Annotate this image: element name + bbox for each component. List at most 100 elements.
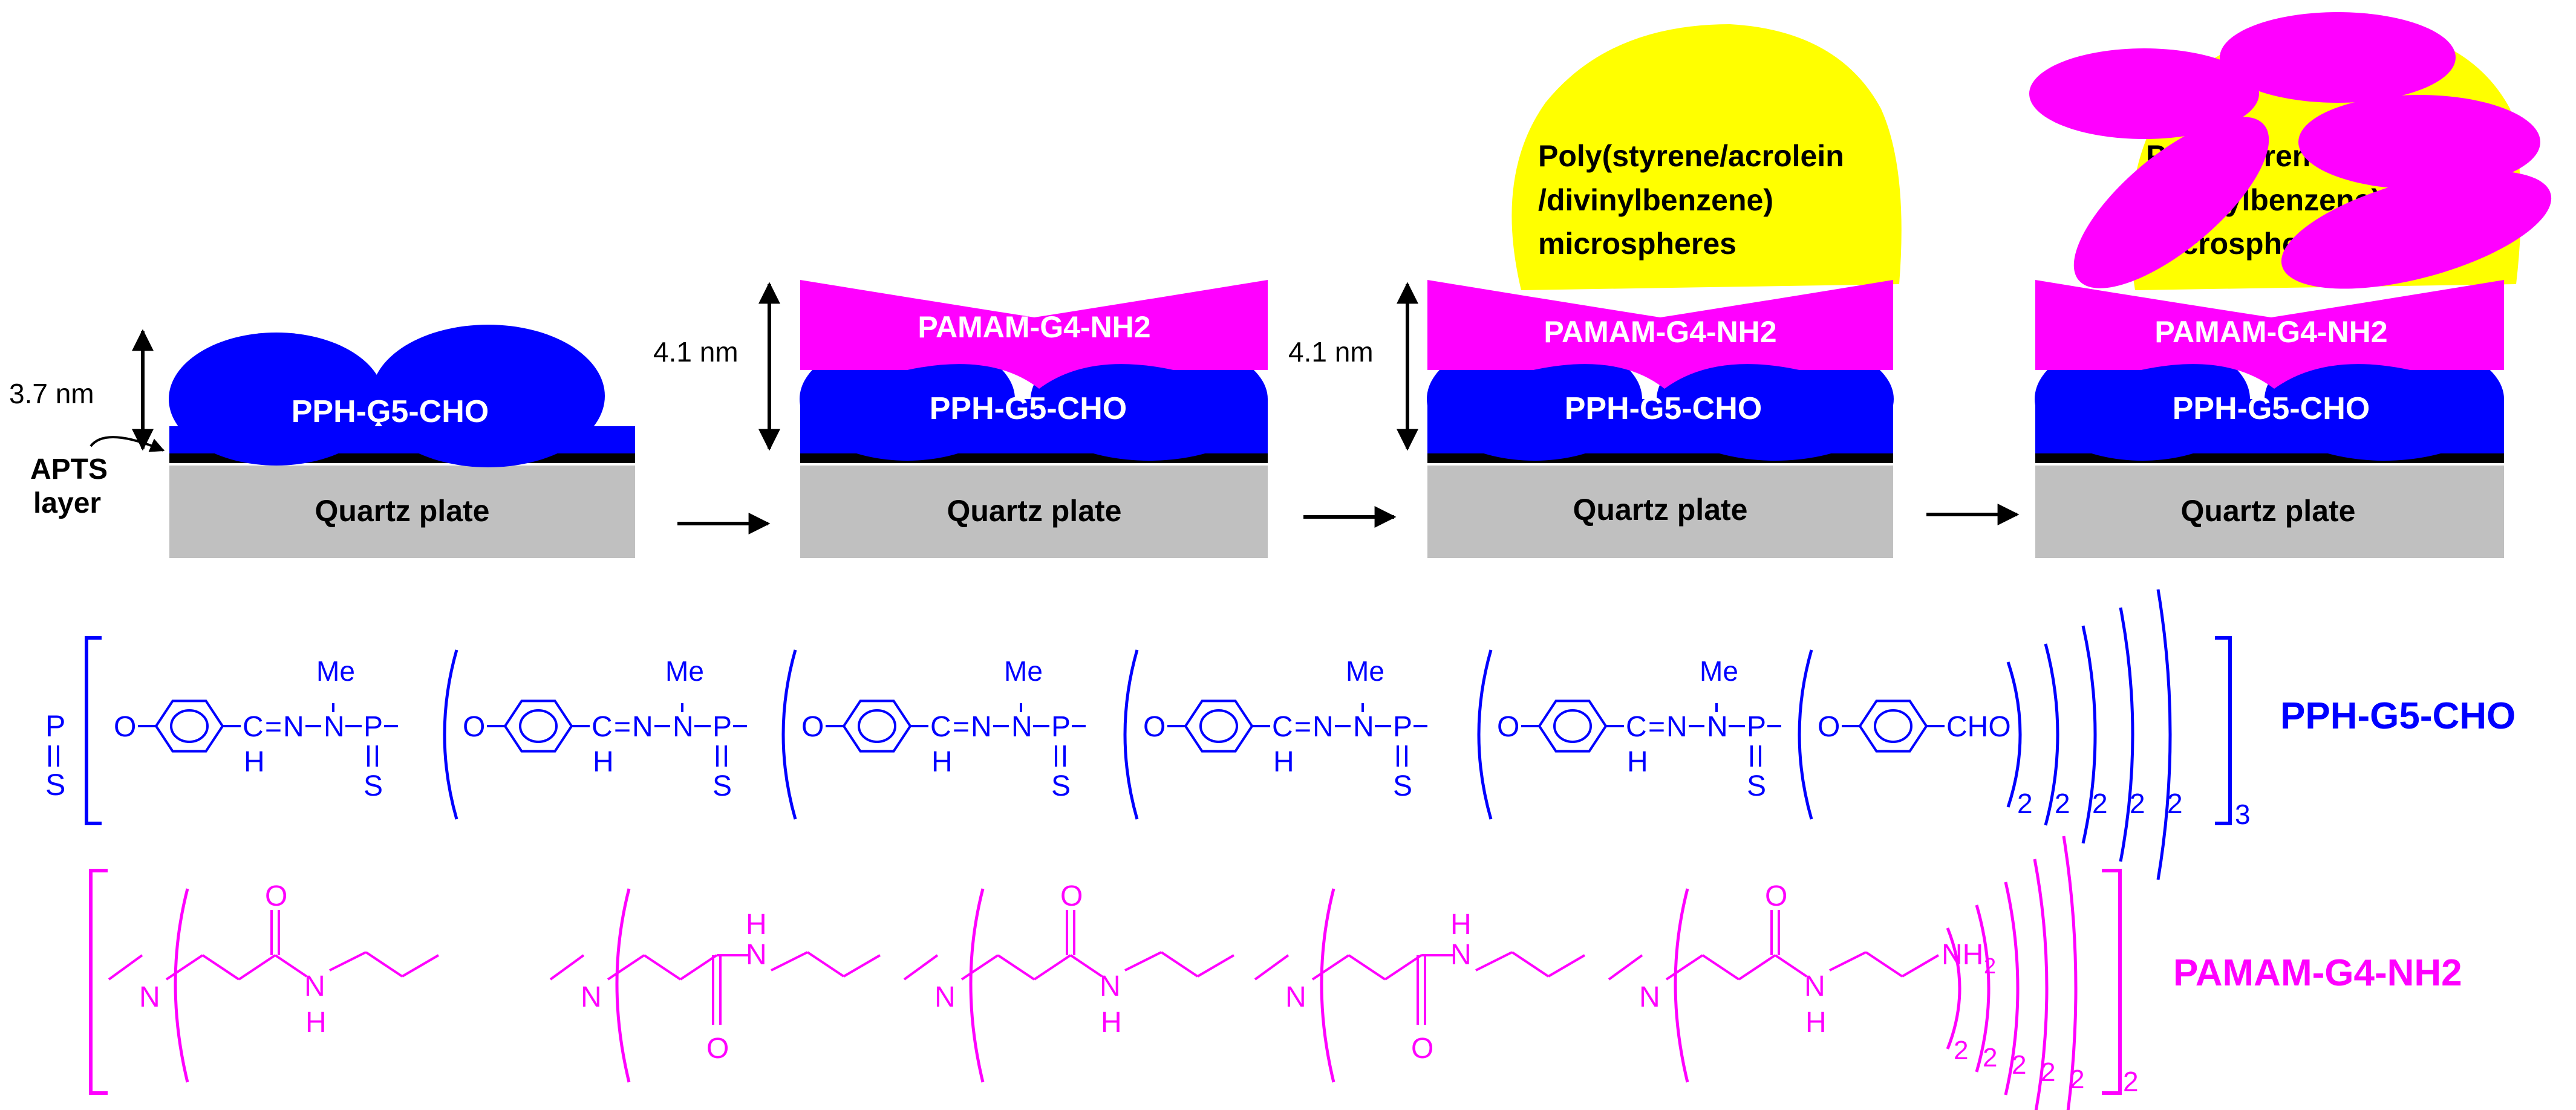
apts-pointer [90,436,165,452]
pph-label: PPH-G5-CHO [292,394,489,429]
quartz-plate [2035,466,2504,558]
pamam-particle [2073,117,2269,288]
pph-sulfur: S [1051,770,1071,802]
pph-benzene-inner [1553,709,1592,743]
pph-oxygen: O [114,711,136,743]
pamam-nitrogen: N [139,981,160,1013]
pamam-nitrogen: N [1100,970,1121,1002]
pph-benzene-inner [519,709,558,743]
pamam-nitrogen: N [304,970,325,1002]
pamam-bond [201,954,240,981]
step-1-pph-on-quartz: PPH-G5-CHO Quartz plate 3.7 nm APTS laye… [9,325,635,558]
pph-carbon: C [592,711,613,743]
pamam-sub2: 2 [1983,1043,1997,1073]
step-3-microsphere-bound: Poly(styrene/acrolein /divinylbenzene) m… [1288,24,1902,558]
pamam-nitrogen: N [1450,939,1472,971]
pamam-bond [1665,954,1704,981]
pph-methyl: Me [1004,655,1043,687]
pamam-nitrogen: N [1639,981,1660,1013]
pamam-bond [401,954,440,978]
microsphere-yellow [1511,24,1902,290]
pamam-nitrogen: N [746,939,767,971]
pph-benzene-inner [1874,709,1912,743]
pamam-oxygen: O [1411,1033,1433,1065]
pph-large-bracket-close [2215,636,2232,825]
pph-sulfur: S [1747,770,1766,802]
pph-paren-close [2156,589,2172,880]
pph-sub2: 2 [2017,788,2033,819]
quartz-label: Quartz plate [1573,493,1748,527]
pph-nitrogen: N [1707,711,1728,743]
pph-methyl: Me [316,655,355,687]
pamam-label: PAMAM-G4-NH2 [2154,315,2387,349]
pamam-layer [800,280,1268,389]
pph-paren-close [2081,625,2097,844]
pamam-sub2: 2 [2012,1050,2026,1080]
pamam-nitrogen: N [1804,970,1825,1002]
pph-dendrimer-base [169,426,635,453]
pamam-hydrogen: H [1101,1007,1122,1039]
pph-benzene-inner [1199,709,1238,743]
pph-methyl: Me [1346,655,1384,687]
pamam-label: PAMAM-G4-NH2 [1544,315,1776,349]
pph-carbon: C [243,711,264,743]
pamam-bond [1738,954,1776,981]
pamam-particle [2029,48,2259,139]
pph-sulfur: S [712,770,732,802]
pamam-paren-close [2033,858,2049,1110]
pph-hydrogen: H [244,746,265,778]
pph-formula-name: PPH-G5-CHO [2280,695,2516,737]
pph-benzene-ring [842,699,912,753]
pph-paren-close [2119,607,2134,862]
pamam-label: PAMAM-G4-NH2 [918,310,1150,344]
pph-nitrogen: N [1312,711,1334,743]
pph-oxygen: O [1497,711,1519,743]
pamam-bond [274,954,308,978]
pamam-bond [1348,954,1386,981]
quartz-label: Quartz plate [315,494,490,528]
pph-nitrogen: N [324,711,345,743]
pph-nitrogen: N [632,711,653,743]
pph-double-bond: = [1648,711,1665,743]
pph-hydrogen: H [931,746,953,778]
pamam-hydrogen: H [746,909,767,941]
pph-benzene-ring [1184,699,1254,753]
pamam-bond [329,951,367,972]
pph-double-bond: = [953,711,970,743]
pph-sub2: 2 [2092,788,2108,819]
pamam-bond [607,954,645,981]
pamam-bond [1901,954,1940,978]
apts-label-1: APTS [30,453,108,485]
pamam-bond [643,954,682,981]
pph-nitrogen: N [283,711,304,743]
pamam-large-bracket-close [2102,869,2122,1095]
pamam-nitrogen: N [581,981,602,1013]
pamam-bond [843,954,881,978]
pamam-bond [960,954,999,981]
pph-nitrogen: N [1353,711,1374,743]
pph-dendrimer-base [1427,399,1893,453]
pamam-paren-open [615,888,631,1083]
quartz-plate [800,466,1268,558]
pamam-bond [238,954,276,981]
pamam-bond [1865,951,1903,978]
quartz-plate [169,466,635,558]
pph-sulfur: S [364,770,383,802]
pamam-amine: NH [1942,939,1983,971]
pph-dendrimer-base [2035,399,2504,453]
pph-methyl: Me [1700,655,1738,687]
pamam-oxygen: O [265,880,287,912]
pph-phosphorus: P [712,711,732,743]
pph-sub2: 2 [2167,788,2183,819]
pph-oxygen: O [801,711,824,743]
pph-double-bond: = [614,711,631,743]
pamam-bond [679,954,718,981]
pph-oxygen: O [1818,711,1840,743]
pph-phosphorus: P [1747,711,1766,743]
step-4-pamam-on-microsphere: Poly(styrene /divinylbenzene) microspher… [2029,12,2552,558]
pamam-bond [1311,954,1350,981]
